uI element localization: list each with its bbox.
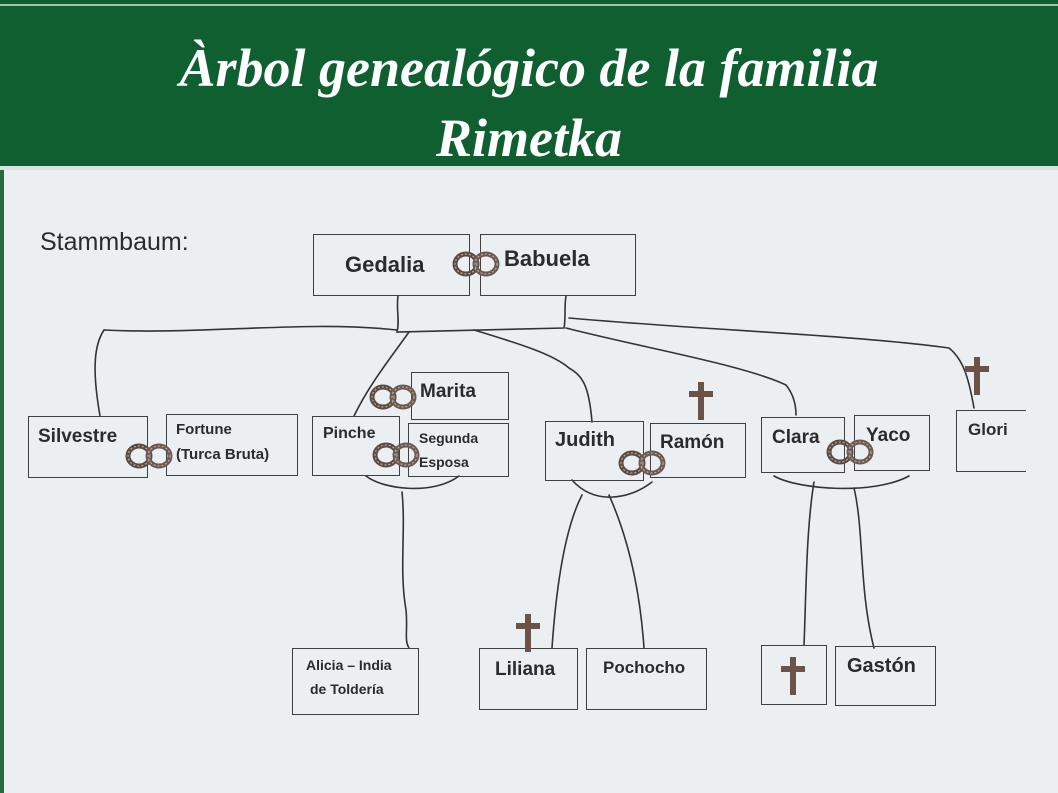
branch-liliana <box>551 494 583 649</box>
marriage-rings-icon <box>455 254 497 274</box>
left-border <box>0 170 4 793</box>
person-name-silvestre: Silvestre <box>38 426 118 447</box>
person-box-judith <box>545 421 644 481</box>
person-name-pinche: Pinche <box>323 425 376 442</box>
person-name-clara: Clara <box>772 427 820 448</box>
branch-pinche <box>353 331 410 417</box>
marriage-rings-icon <box>829 442 871 462</box>
tree-icons <box>4 170 989 695</box>
cross-icon <box>781 657 805 695</box>
person-name-esposa: Esposa <box>419 454 469 470</box>
person-name-alicia-2: de Toldería <box>310 681 384 697</box>
person-name-ramon: Ramón <box>660 432 725 453</box>
branch-judith <box>473 329 593 423</box>
person-box-gaston <box>835 646 936 706</box>
person-name-fortune-alias: (Turca Bruta) <box>176 446 270 463</box>
person-box-segunda-esposa <box>408 423 509 477</box>
slide-title-line-1: Àrbol genealógico de la familia <box>179 38 879 98</box>
cross-icon <box>516 614 540 652</box>
branch-alicia <box>401 491 410 649</box>
branch-clara <box>565 327 797 416</box>
person-name-glori: Glori <box>968 420 1008 439</box>
person-box-pochocho <box>586 648 707 710</box>
header-top-rule <box>0 4 1058 6</box>
person-name-segunda: Segunda <box>419 430 479 446</box>
person-box-alicia <box>292 648 419 715</box>
person-box-fortune <box>166 414 298 476</box>
slide-title-line-2: Rimetka <box>436 108 622 168</box>
header-separator <box>0 166 1058 170</box>
branch-gaston <box>853 487 875 649</box>
marriage-rings-icon <box>128 446 170 466</box>
person-name-yaco: Yaco <box>866 425 911 446</box>
person-box-unnamed-deceased <box>761 645 827 705</box>
family-tree-scan: Stammbaum: <box>4 170 1058 793</box>
person-name-alicia: Alicia – India <box>306 657 392 673</box>
branch-glori <box>568 317 975 409</box>
person-box-gedalia <box>313 234 470 296</box>
marriage-rings-icon <box>621 453 663 473</box>
branch-deceased-child <box>803 481 815 646</box>
tree-heading: Stammbaum: <box>40 228 189 256</box>
person-box-glori <box>956 410 1026 472</box>
slide-header: Àrbol genealógico de la familia Rimetka <box>0 0 1058 170</box>
marriage-rings-icon <box>375 445 417 465</box>
person-name-babuela: Babuela <box>504 246 590 271</box>
branch-silvestre <box>94 325 398 417</box>
person-name-liliana: Liliana <box>495 659 556 680</box>
person-name-gaston: Gastón <box>847 655 916 677</box>
cross-icon <box>689 382 713 420</box>
marriage-rings-icon <box>372 387 414 407</box>
person-name-fortune: Fortune <box>176 421 232 438</box>
branch-pochocho <box>608 494 645 649</box>
person-name-marita: Marita <box>420 381 476 402</box>
tree-connector-lines <box>94 295 975 649</box>
person-name-judith: Judith <box>555 429 615 451</box>
person-box-babuela <box>480 234 636 296</box>
person-box-ramon <box>650 423 746 478</box>
cross-icon <box>965 357 989 395</box>
person-name-pochocho: Pochocho <box>603 658 686 677</box>
parents-connector <box>395 295 567 333</box>
person-name-gedalia: Gedalia <box>345 252 425 277</box>
